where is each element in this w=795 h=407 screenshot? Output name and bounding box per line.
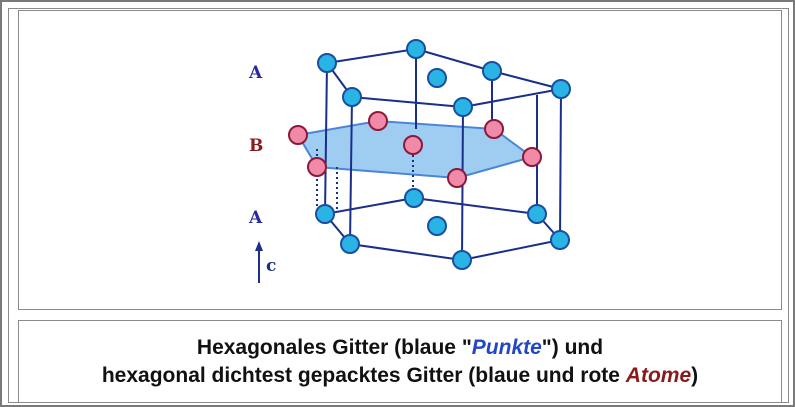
red-atoms — [288, 111, 542, 188]
blue-atom — [551, 79, 571, 99]
blue-atom — [406, 39, 426, 59]
layer-label-bottom-a: A — [248, 208, 263, 228]
caption-emphasis-punkte: Punkte — [471, 335, 542, 359]
figure-cell: A B A c — [18, 10, 782, 310]
blue-atom — [404, 188, 424, 208]
red-atom — [447, 168, 467, 188]
red-atom — [522, 147, 542, 167]
blue-atom — [317, 53, 337, 73]
caption-line-2-suffix: ) — [691, 363, 699, 387]
c-axis-arrow — [255, 241, 263, 283]
red-atom — [307, 157, 327, 177]
red-atom — [484, 119, 504, 139]
blue-atom — [527, 204, 547, 224]
hcp-lattice-diagram: A B A c — [248, 39, 571, 283]
caption-line-2: hexagonal dichtest gepacktes Gitter (bla… — [102, 362, 698, 390]
blue-atom — [550, 230, 570, 250]
c-axis-label: c — [266, 256, 276, 276]
layer-label-middle-b: B — [249, 136, 263, 156]
blue-atoms — [315, 39, 571, 270]
blue-atom — [427, 68, 447, 88]
layer-label-top-a: A — [248, 63, 263, 83]
caption-line-2-prefix: hexagonal dichtest gepacktes Gitter (bla… — [101, 363, 626, 387]
blue-atom — [453, 97, 473, 117]
caption-emphasis-atome: Atome — [625, 363, 692, 387]
blue-atom — [340, 234, 360, 254]
blue-atom — [482, 61, 502, 81]
red-atom — [288, 125, 308, 145]
caption-line-1-suffix: ") und — [541, 335, 604, 359]
blue-atom — [452, 250, 472, 270]
caption-line-1-prefix: Hexagonales Gitter (blaue " — [196, 335, 472, 359]
red-atom — [403, 135, 423, 155]
blue-atom — [342, 87, 362, 107]
blue-atom — [427, 216, 447, 236]
red-atom — [368, 111, 388, 131]
figure-caption: Hexagonales Gitter (blaue "Punkte") und … — [18, 320, 782, 403]
blue-atom — [315, 204, 335, 224]
caption-line-1: Hexagonales Gitter (blaue "Punkte") und — [197, 334, 603, 362]
